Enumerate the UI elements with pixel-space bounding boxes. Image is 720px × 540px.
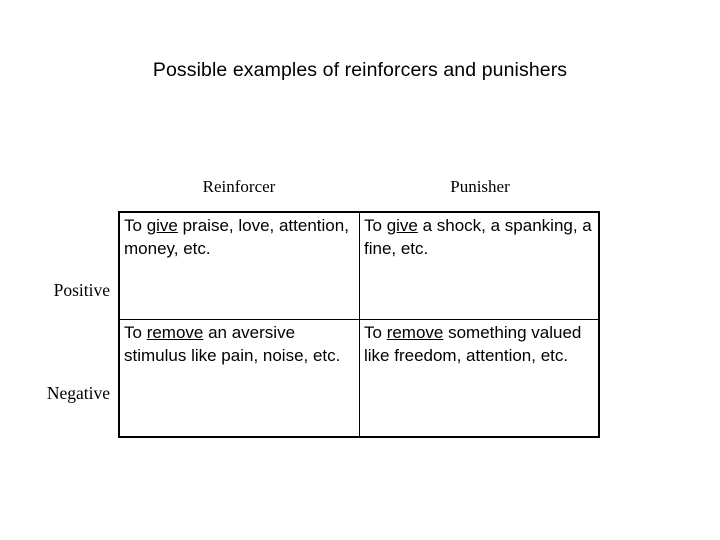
cell-text-prefix: To bbox=[364, 323, 387, 342]
row-label-positive: Positive bbox=[53, 280, 110, 300]
cell-text-suffix: something valued like freedom, attention… bbox=[364, 323, 582, 365]
cell-text: To give a shock, a spanking, a fine, etc… bbox=[364, 216, 592, 258]
table-cell-positive-punisher: To give a shock, a spanking, a fine, etc… bbox=[360, 213, 598, 319]
table-row: To give praise, love, attention, money, … bbox=[120, 213, 598, 320]
row-label-negative: Negative bbox=[46, 383, 110, 403]
table-row: To remove an aversive stimulus like pain… bbox=[120, 320, 598, 436]
table-cell-negative-reinforcer: To remove an aversive stimulus like pain… bbox=[120, 320, 360, 436]
cell-text-suffix: praise, love, attention, money, etc. bbox=[124, 216, 349, 258]
table-cell-positive-reinforcer: To give praise, love, attention, money, … bbox=[120, 213, 360, 319]
cell-text-prefix: To bbox=[364, 216, 387, 235]
cell-text-emphasis: remove bbox=[146, 323, 204, 342]
cell-text-suffix: an aversive stimulus like pain, noise, e… bbox=[124, 323, 341, 365]
cell-text: To give praise, love, attention, money, … bbox=[124, 216, 349, 258]
cell-text: To remove an aversive stimulus like pain… bbox=[124, 323, 340, 365]
table-cell-negative-punisher: To remove something valued like freedom,… bbox=[360, 320, 598, 436]
cell-text-emphasis: give bbox=[386, 216, 418, 235]
cell-text-emphasis: remove bbox=[386, 323, 444, 342]
cell-text-prefix: To bbox=[124, 216, 147, 235]
cell-text-suffix: a shock, a spanking, a fine, etc. bbox=[364, 216, 592, 258]
column-header-reinforcer: Reinforcer bbox=[202, 177, 276, 196]
page-title: Possible examples of reinforcers and pun… bbox=[152, 59, 568, 81]
cell-text-prefix: To bbox=[124, 323, 147, 342]
reinforcement-matrix-table: To give praise, love, attention, money, … bbox=[118, 211, 600, 438]
cell-text-emphasis: give bbox=[146, 216, 178, 235]
column-header-punisher: Punisher bbox=[450, 177, 510, 196]
cell-text: To remove something valued like freedom,… bbox=[364, 323, 581, 365]
